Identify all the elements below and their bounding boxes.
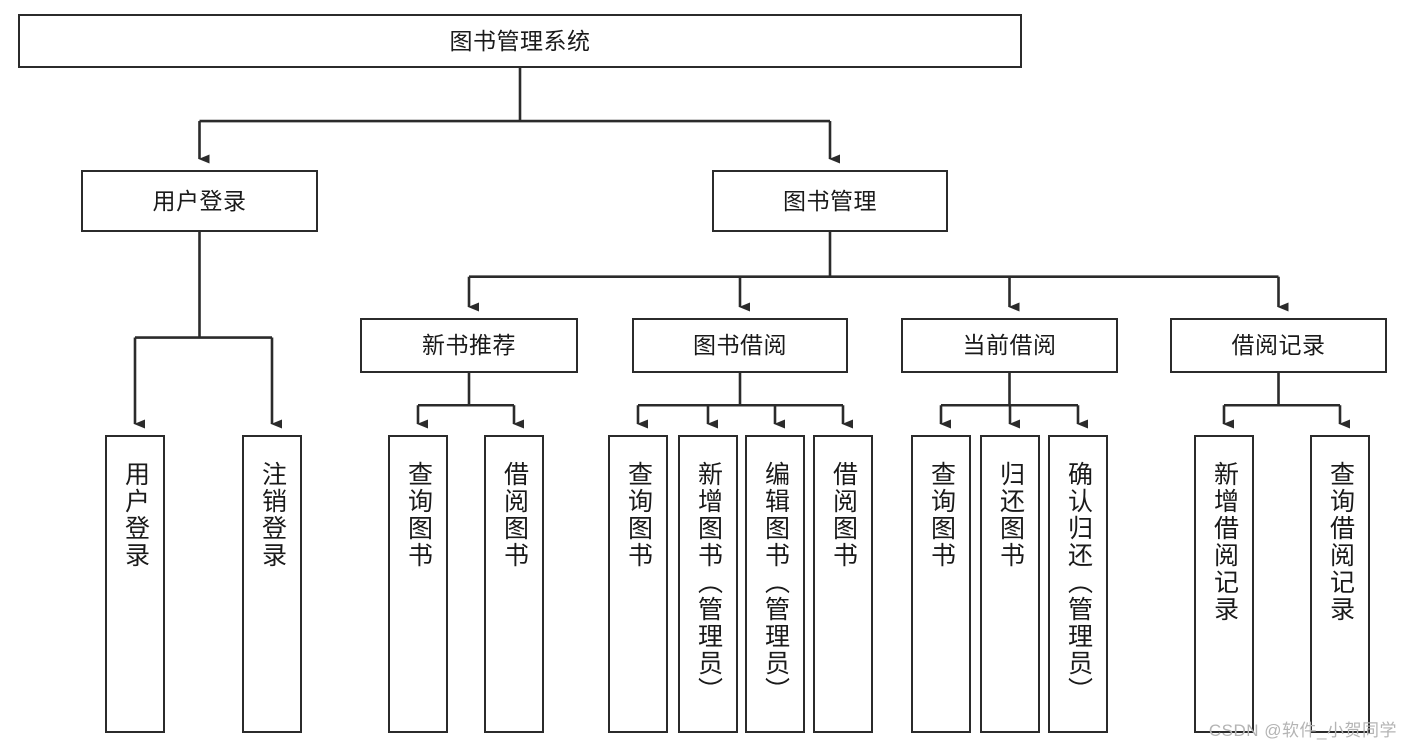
node-leaf-query-book-2[interactable]: 查询图书	[608, 435, 668, 733]
node-bookmgmt[interactable]: 图书管理	[712, 170, 948, 232]
node-login[interactable]: 用户登录	[81, 170, 318, 232]
node-label: 编辑图书（管理员）	[761, 461, 790, 704]
node-label: 确认归还（管理员）	[1064, 461, 1093, 704]
node-leaf-logout[interactable]: 注销登录	[242, 435, 302, 733]
node-leaf-add-record[interactable]: 新增借阅记录	[1194, 435, 1254, 733]
node-label: 查询图书	[927, 461, 956, 569]
node-leaf-confirm-return[interactable]: 确认归还（管理员）	[1048, 435, 1108, 733]
node-label: 查询图书	[404, 461, 433, 569]
node-leaf-edit-book[interactable]: 编辑图书（管理员）	[745, 435, 805, 733]
node-label: 新书推荐	[422, 332, 516, 359]
node-leaf-query-book-1[interactable]: 查询图书	[388, 435, 448, 733]
node-label: 注销登录	[258, 461, 287, 569]
node-label: 用户登录	[121, 461, 150, 569]
node-leaf-user-login[interactable]: 用户登录	[105, 435, 165, 733]
node-label: 借阅图书	[829, 461, 858, 569]
node-leaf-query-book-3[interactable]: 查询图书	[911, 435, 971, 733]
node-records[interactable]: 借阅记录	[1170, 318, 1387, 373]
node-label: 借阅记录	[1231, 332, 1326, 359]
node-newbook[interactable]: 新书推荐	[360, 318, 578, 373]
node-label: 查询借阅记录	[1326, 461, 1355, 623]
node-label: 当前借阅	[962, 332, 1057, 359]
node-label: 借阅图书	[500, 461, 529, 569]
node-label: 新增借阅记录	[1210, 461, 1239, 623]
node-leaf-return-book[interactable]: 归还图书	[980, 435, 1040, 733]
node-label: 图书管理	[783, 187, 877, 214]
node-label: 新增图书（管理员）	[694, 461, 723, 704]
node-label: 查询图书	[624, 461, 653, 569]
node-leaf-query-record[interactable]: 查询借阅记录	[1310, 435, 1370, 733]
node-label: 图书管理系统	[449, 27, 591, 54]
node-leaf-add-book[interactable]: 新增图书（管理员）	[678, 435, 738, 733]
node-borrow[interactable]: 图书借阅	[632, 318, 848, 373]
node-label: 用户登录	[152, 187, 247, 214]
node-leaf-borrow-book-1[interactable]: 借阅图书	[484, 435, 544, 733]
node-root[interactable]: 图书管理系统	[18, 14, 1022, 68]
node-label: 归还图书	[996, 461, 1025, 569]
node-leaf-borrow-book-2[interactable]: 借阅图书	[813, 435, 873, 733]
node-label: 图书借阅	[693, 332, 787, 359]
node-current[interactable]: 当前借阅	[901, 318, 1118, 373]
csdn-watermark: CSDN @软件_小贺同学	[1208, 721, 1397, 740]
